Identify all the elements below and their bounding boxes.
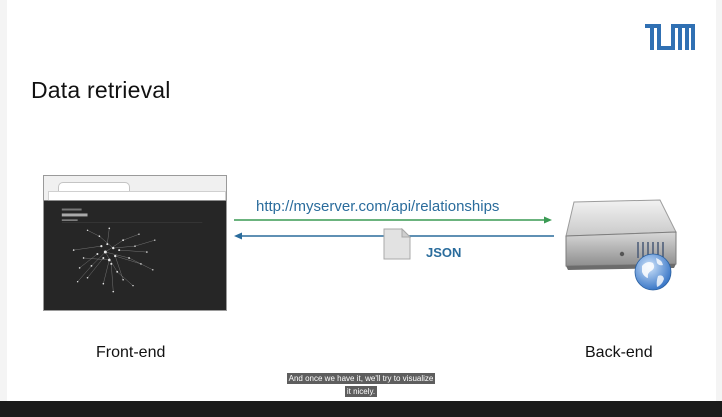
subtitle-text-2: it nicely. <box>344 386 378 397</box>
subtitle-line-1: And once we have it, we'll try to visual… <box>0 368 722 386</box>
slide-title: Data retrieval <box>31 77 171 103</box>
response-arrowhead <box>234 232 242 240</box>
video-control-bar[interactable] <box>0 401 722 417</box>
subtitle-line-2: it nicely. <box>0 381 722 399</box>
browser-chrome <box>44 176 226 201</box>
browser-address-bar <box>48 191 226 201</box>
server-icon <box>565 199 677 291</box>
tum-logo-icon <box>645 24 695 50</box>
back-end-label: Back-end <box>585 344 653 361</box>
front-end-label: Front-end <box>96 344 166 361</box>
json-document-icon <box>383 228 411 260</box>
front-end-browser-image <box>43 175 227 311</box>
json-label: JSON <box>426 245 462 260</box>
request-url-label: http://myserver.com/api/relationships <box>256 198 500 215</box>
request-arrowhead <box>544 216 552 224</box>
network-graph-image <box>44 200 226 310</box>
subtitle-text-1: And once we have it, we'll try to visual… <box>286 373 436 384</box>
